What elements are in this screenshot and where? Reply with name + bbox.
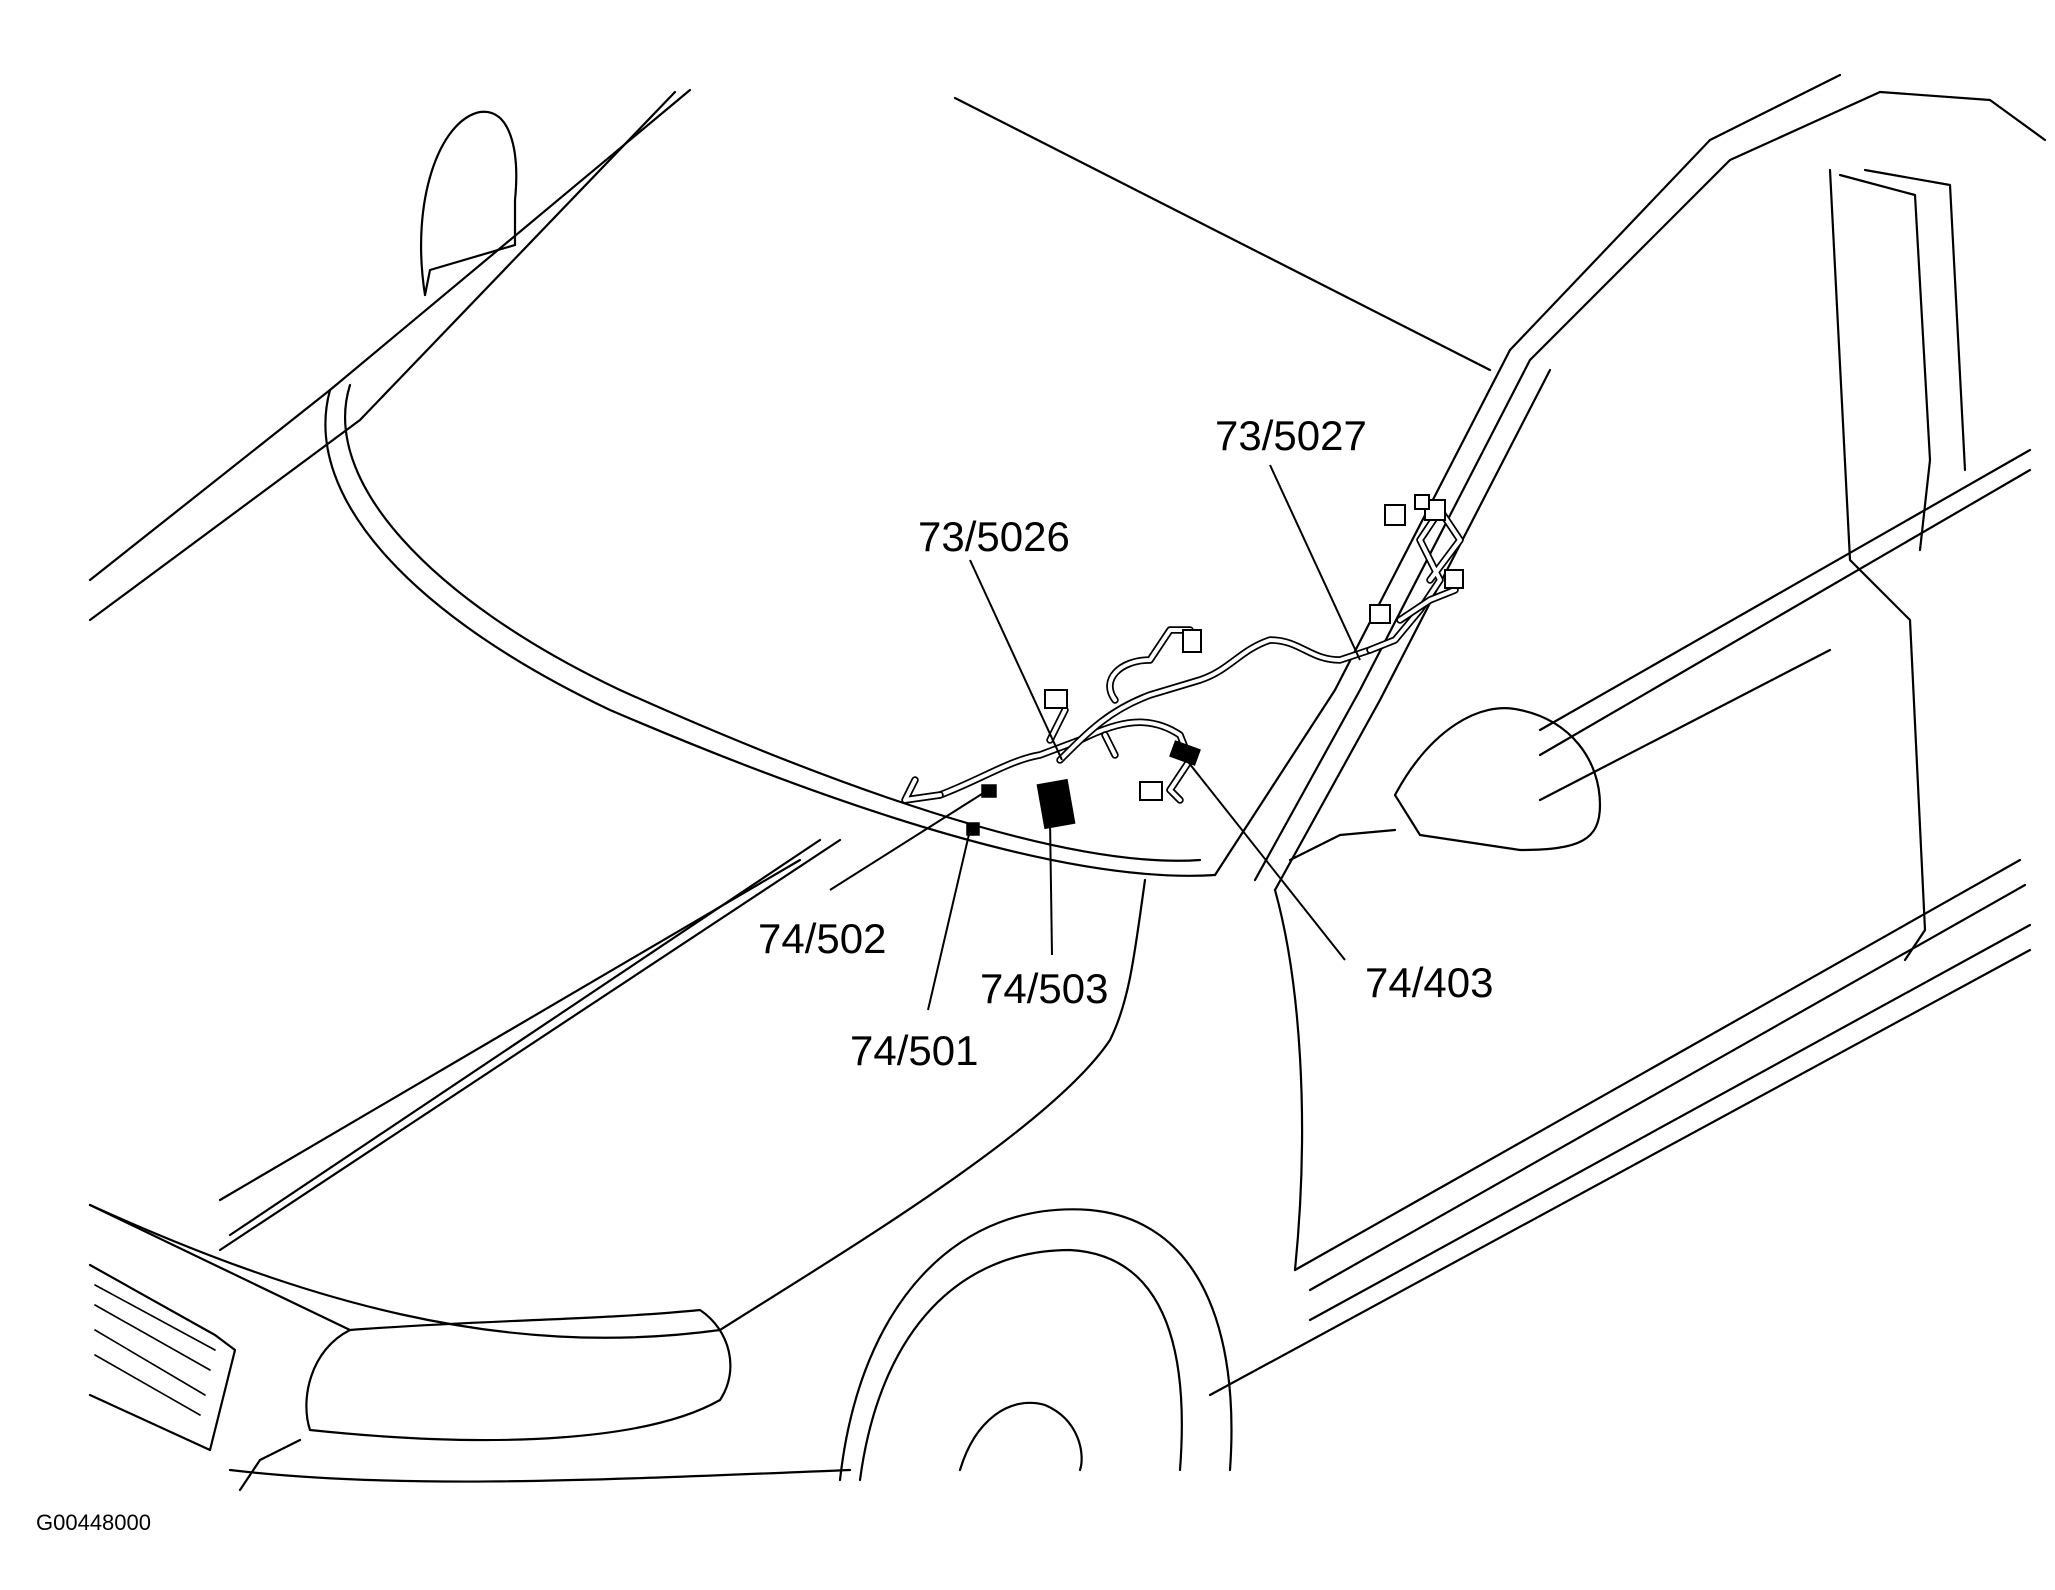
callout-74-501: 74/501 [850, 1027, 979, 1074]
callout-73-5027: 73/5027 [1215, 412, 1367, 459]
callout-74-503: 74/503 [980, 965, 1109, 1012]
callout-73-5026: 73/5026 [918, 513, 1070, 560]
callout-74-403: 74/403 [1365, 959, 1494, 1006]
figure-id: G00448000 [36, 1510, 151, 1535]
leader-lines [829, 464, 1361, 1011]
wiring-harness [901, 494, 1464, 836]
car-body [88, 73, 2047, 1492]
callout-74-502: 74/502 [758, 915, 887, 962]
